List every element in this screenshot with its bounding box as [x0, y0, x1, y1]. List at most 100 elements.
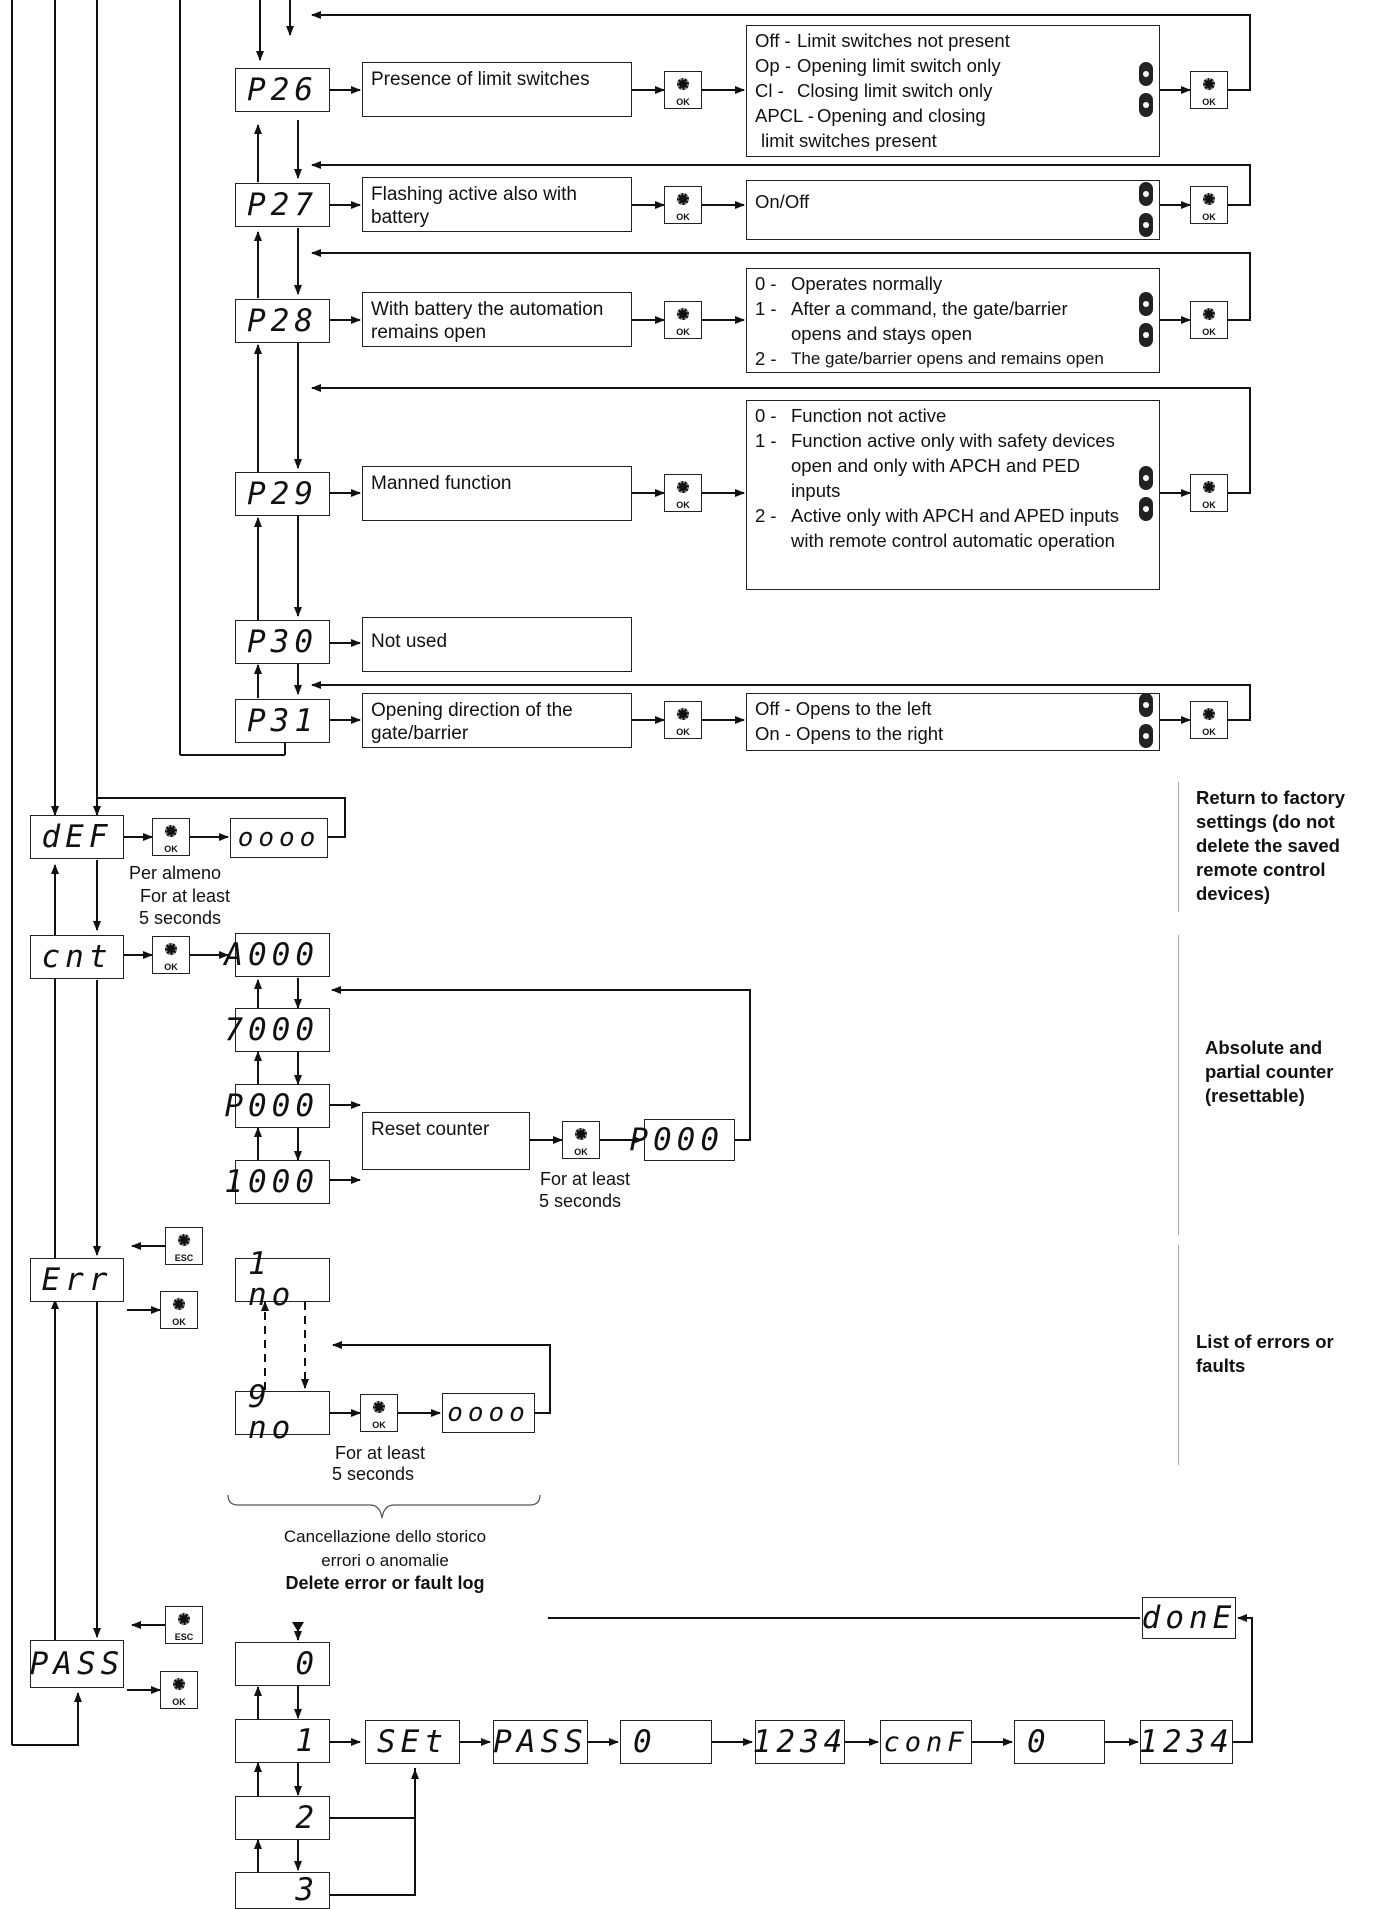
arrow-down-icon	[1139, 93, 1153, 117]
ok-label: OK	[164, 962, 178, 972]
desc-p28: With battery the automation remains open	[362, 292, 632, 347]
display-p26: P26	[235, 68, 330, 112]
err-bracket	[1170, 1245, 1179, 1465]
ok-label: OK	[1202, 327, 1216, 337]
ok-button[interactable]: OK	[664, 301, 702, 339]
options-p29: 0 -Function not active 1 -Function activ…	[746, 400, 1160, 590]
option-code: Off -	[755, 30, 791, 51]
display-def: dEF	[30, 815, 124, 859]
esc-label: ESC	[174, 1632, 194, 1642]
button-dot-icon	[1203, 708, 1215, 720]
err-caption-en: Delete error or fault log	[285, 1573, 485, 1593]
arrow-down-icon	[1139, 213, 1153, 237]
cnt-side-label: Absolute and partial counter (resettable…	[1205, 1037, 1334, 1106]
ok-button[interactable]: OK	[152, 818, 190, 856]
button-dot-icon	[373, 1401, 385, 1413]
desc-p29: Manned function	[362, 466, 632, 521]
up-down-arrows-icon	[1138, 62, 1156, 120]
display-def-result: oooo	[230, 818, 328, 858]
def-note-it: Per almeno	[128, 863, 222, 883]
option-code: 0 -	[755, 273, 777, 294]
button-dot-icon	[677, 708, 689, 720]
arrow-down-icon	[1139, 323, 1153, 347]
option-text: After a command, the gate/barrier opens …	[791, 298, 1068, 344]
option-code: 1 -	[755, 430, 777, 451]
button-dot-icon	[165, 825, 177, 837]
button-dot-icon	[173, 1678, 185, 1690]
option-code: APCL -	[755, 105, 814, 126]
ok-button[interactable]: OK	[1190, 71, 1228, 109]
option-text: Opening and closing	[817, 105, 986, 126]
button-dot-icon	[178, 1613, 190, 1625]
desc-p30: Not used	[362, 617, 632, 672]
ok-button[interactable]: OK	[664, 186, 702, 224]
up-down-arrows-icon	[1138, 182, 1156, 240]
ok-label: OK	[1202, 212, 1216, 222]
display-cnt-absolute: A000	[224, 933, 330, 977]
arrow-up-icon	[1139, 182, 1153, 206]
button-dot-icon	[677, 78, 689, 90]
button-dot-icon	[165, 943, 177, 955]
ok-label: OK	[1202, 97, 1216, 107]
ok-button[interactable]: OK	[360, 1394, 398, 1432]
ok-button[interactable]: OK	[664, 474, 702, 512]
arrow-up-icon	[1139, 693, 1153, 717]
display-cnt-reset-result: P000	[629, 1119, 735, 1161]
esc-label: ESC	[174, 1253, 194, 1263]
display-p29: P29	[235, 472, 330, 516]
button-dot-icon	[178, 1234, 190, 1246]
button-dot-icon	[677, 308, 689, 320]
ok-button[interactable]: OK	[664, 71, 702, 109]
display-err: Err	[30, 1258, 124, 1302]
cnt-note-en: For at least	[539, 1169, 631, 1189]
ok-button[interactable]: OK	[160, 1671, 198, 1709]
display-pass-level-0: 0	[235, 1642, 330, 1686]
button-dot-icon	[1203, 308, 1215, 320]
ok-label: OK	[676, 212, 690, 222]
ok-label: OK	[574, 1147, 588, 1157]
ok-button[interactable]: OK	[664, 701, 702, 739]
ok-button[interactable]: OK	[562, 1121, 600, 1159]
ok-label: OK	[172, 1697, 186, 1707]
display-pass-level-2: 2	[235, 1796, 330, 1840]
display-cnt-7000: 7000	[224, 1008, 330, 1052]
ok-label: OK	[372, 1420, 386, 1430]
option-code: Op -	[755, 55, 791, 76]
button-dot-icon	[1203, 78, 1215, 90]
ok-button[interactable]: OK	[1190, 474, 1228, 512]
ok-button[interactable]: OK	[160, 1291, 198, 1329]
option-code: 1 -	[755, 298, 777, 319]
display-pass-code-1: 1234	[753, 1720, 845, 1764]
esc-button[interactable]: ESC	[165, 1606, 203, 1644]
display-p30: P30	[235, 620, 330, 664]
esc-button[interactable]: ESC	[165, 1227, 203, 1265]
ok-button[interactable]: OK	[1190, 301, 1228, 339]
ok-button[interactable]: OK	[1190, 701, 1228, 739]
arrow-up-icon	[1139, 62, 1153, 86]
display-err-result: oooo	[442, 1393, 535, 1433]
def-bracket	[1170, 782, 1179, 912]
ok-button[interactable]: OK	[1190, 186, 1228, 224]
desc-p31: Opening direction of the gate/barrier	[362, 693, 632, 748]
display-pass-level-3: 3	[235, 1872, 330, 1909]
button-dot-icon	[575, 1128, 587, 1140]
display-cnt-1000: 1000	[224, 1160, 330, 1204]
ok-label: OK	[1202, 500, 1216, 510]
option-code: 2 -	[755, 348, 777, 369]
ok-button[interactable]: OK	[152, 936, 190, 974]
display-pass-code-2: 1234	[1139, 1720, 1233, 1764]
display-pass: PASS	[30, 1640, 124, 1688]
option-text: The gate/barrier opens and remains open	[791, 349, 1104, 368]
option-text: Function active only with safety devices…	[791, 430, 1115, 501]
arrow-down-icon	[1139, 724, 1153, 748]
arrow-up-icon	[1139, 466, 1153, 490]
option-text: Function not active	[791, 405, 947, 426]
err-note-seconds: 5 seconds	[331, 1464, 415, 1484]
option-text: Closing limit switch only	[797, 80, 993, 101]
ok-label: OK	[164, 844, 178, 854]
display-err-first: 1 no	[235, 1249, 330, 1311]
ok-label: OK	[676, 97, 690, 107]
arrow-up-icon	[1139, 292, 1153, 316]
err-caption-it-2: errori o anomalie	[321, 1551, 449, 1570]
err-caption-it-1: Cancellazione dello storico	[283, 1527, 487, 1546]
